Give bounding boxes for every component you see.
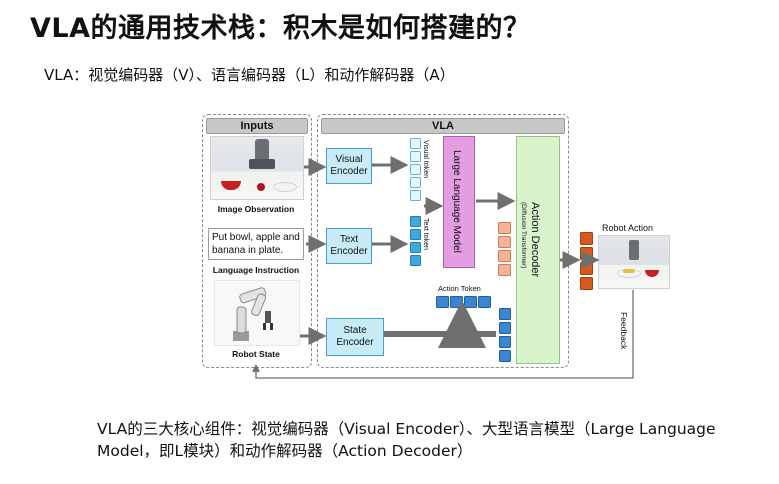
text-encoder-label: Text Encoder <box>330 234 368 257</box>
state-token <box>499 350 511 362</box>
llm-box <box>443 136 475 268</box>
llm-output-token <box>498 264 511 276</box>
image-observation-label: Image Observation <box>217 204 295 214</box>
llm-label: Large Language Model <box>451 150 462 253</box>
inputs-header: Inputs <box>206 118 308 134</box>
bowl-icon <box>645 270 659 277</box>
text-token <box>410 255 421 266</box>
text-token <box>410 242 421 253</box>
feedback-loop-arrow <box>252 290 634 379</box>
action-decoder-subtitle: (Diffusion Transformer) <box>520 202 527 269</box>
vla-architecture-diagram: Inputs VLA Image Observation Put bowl, a… <box>198 110 678 380</box>
robot-gripper-icon <box>629 240 639 260</box>
state-token <box>499 308 511 320</box>
action-token-label: Action Token <box>438 284 481 293</box>
bowl-icon <box>221 181 241 190</box>
robot-gripper-icon <box>255 139 269 161</box>
visual-token <box>410 138 421 149</box>
visual-token-label: Visual token <box>422 140 429 179</box>
output-action-token <box>580 232 593 245</box>
banana-icon <box>623 269 635 273</box>
vla-header: VLA <box>321 118 565 134</box>
visual-encoder-box: Visual Encoder <box>326 148 372 184</box>
action-decoder-label: Action Decoder <box>529 202 541 278</box>
visual-encoder-label: Visual Encoder <box>330 154 368 177</box>
instruction-text-box: Put bowl, apple and banana in plate. <box>208 228 304 260</box>
text-token <box>410 229 421 240</box>
page-title: VLA的通用技术栈：积木是如何搭建的？ <box>30 13 531 44</box>
text-token-label: Text token <box>422 218 429 250</box>
text-token <box>410 216 421 227</box>
llm-output-token <box>498 222 511 234</box>
output-action-token <box>580 277 593 290</box>
robot-arm-icon <box>233 287 273 341</box>
state-encoder-label: State Encoder <box>336 325 374 348</box>
visual-token <box>410 177 421 188</box>
state-token <box>499 336 511 348</box>
page-subtitle: VLA：视觉编码器（V）、语言编码器（L）和动作解码器（A） <box>44 66 455 84</box>
state-token <box>499 322 511 334</box>
robot-action-label: Robot Action <box>602 223 654 233</box>
action-decoder-box <box>516 136 560 364</box>
figure-caption: VLA的三大核心组件：视觉编码器（Visual Encoder）、大型语言模型（… <box>97 420 716 460</box>
robot-state-photo <box>214 280 300 346</box>
visual-token <box>410 151 421 162</box>
plate-icon <box>273 182 297 192</box>
image-observation-photo <box>210 136 304 200</box>
robot-state-label: Robot State <box>232 349 280 359</box>
diagram-arrows <box>252 156 634 379</box>
robot-action-photo <box>598 235 670 289</box>
visual-token <box>410 190 421 201</box>
apple-icon <box>257 183 265 191</box>
llm-output-token <box>498 250 511 262</box>
state-encoder-box: State Encoder <box>326 318 384 356</box>
visual-token <box>410 164 421 175</box>
language-instruction-label: Language Instruction <box>212 265 300 275</box>
llm-output-token <box>498 236 511 248</box>
text-encoder-box: Text Encoder <box>326 228 372 264</box>
feedback-label: Feedback <box>619 312 629 350</box>
